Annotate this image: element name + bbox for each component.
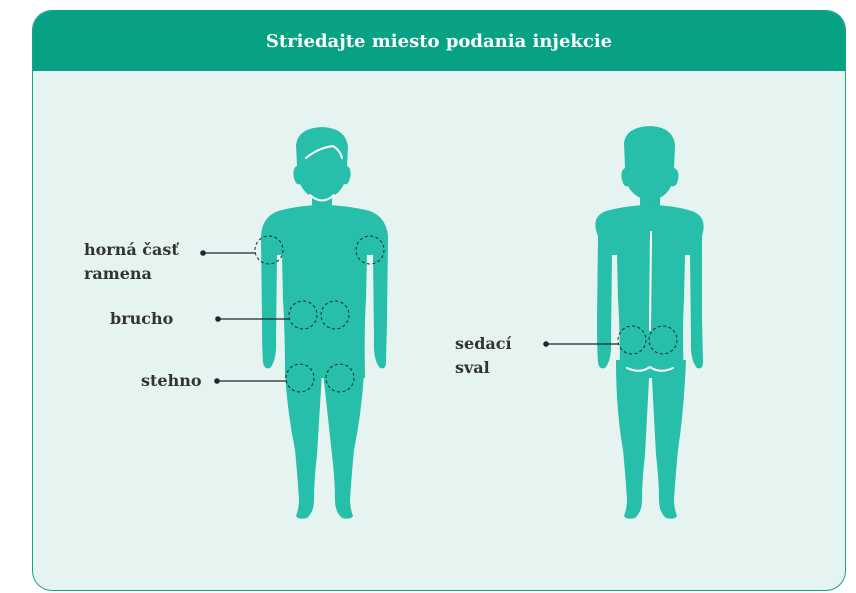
front-body-figure (261, 127, 388, 519)
label-upper-arm: horná časť ramena (84, 238, 179, 286)
label-buttock: sedací sval (455, 332, 512, 380)
label-abdomen: brucho (110, 307, 173, 331)
label-thigh: stehno (141, 369, 202, 393)
